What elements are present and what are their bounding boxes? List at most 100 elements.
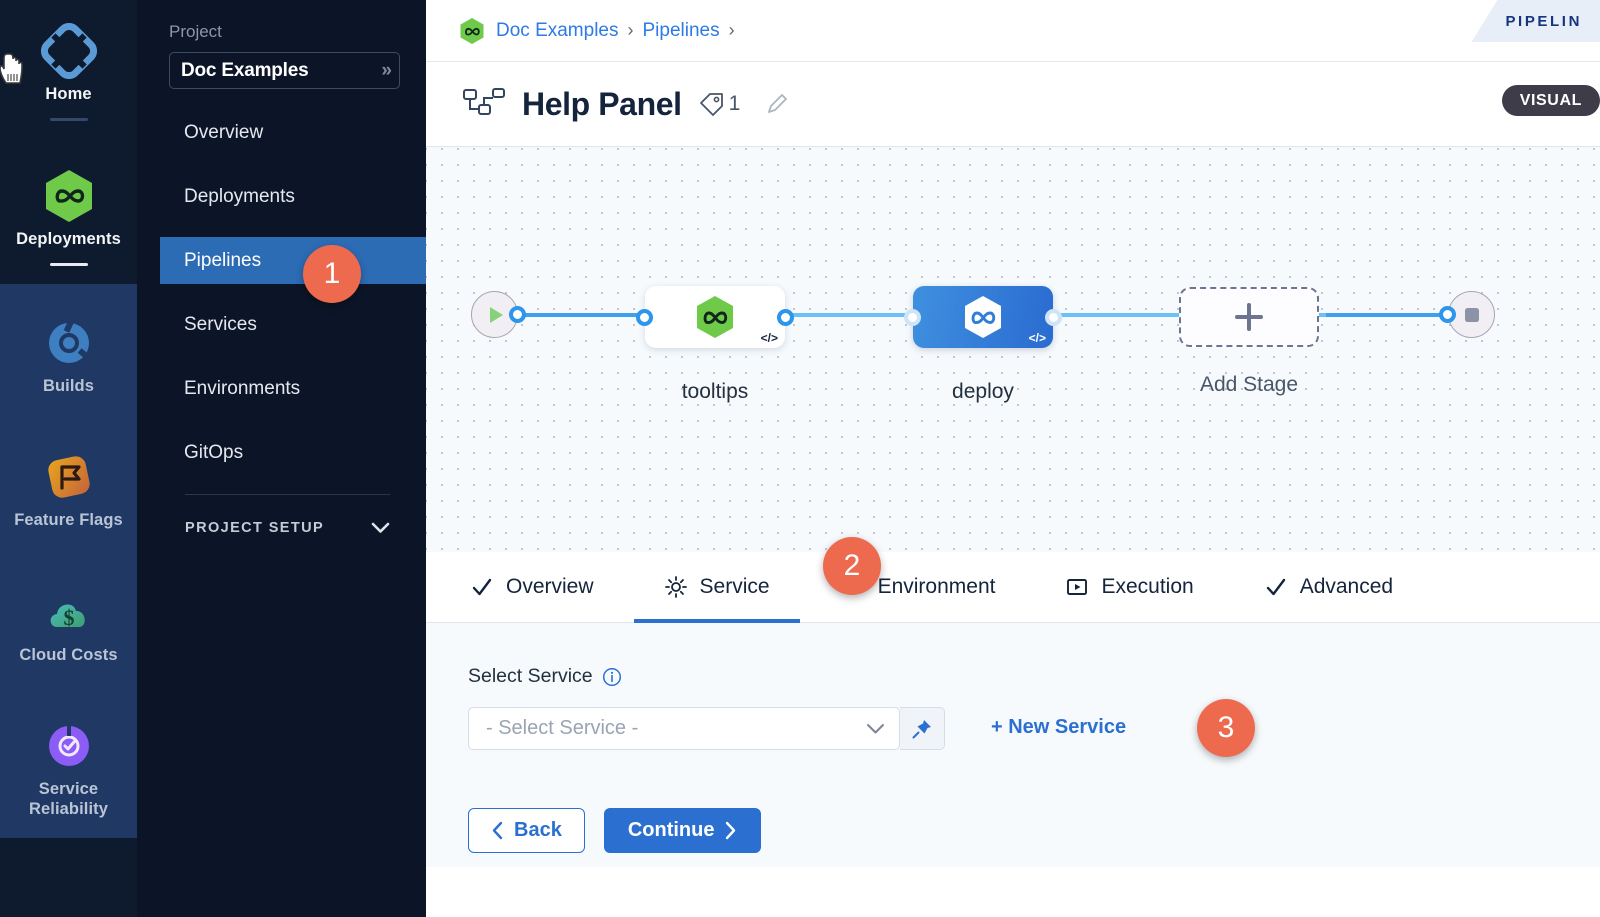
rail-label-feature-flags: Feature Flags bbox=[14, 511, 123, 530]
visual-mode-toggle[interactable]: VISUAL bbox=[1501, 85, 1600, 116]
rail-item-builds[interactable]: Builds bbox=[0, 284, 137, 421]
play-box-icon bbox=[1067, 579, 1088, 595]
stage-code-badge: </> bbox=[1028, 331, 1046, 345]
breadcrumb-link-project[interactable]: Doc Examples bbox=[496, 19, 619, 41]
sidebar-item-label: Environments bbox=[184, 377, 301, 399]
new-service-link[interactable]: + New Service bbox=[991, 716, 1127, 738]
deployments-hexagon-icon bbox=[4, 167, 133, 225]
stage-node-label: tooltips bbox=[681, 380, 749, 403]
end-node[interactable] bbox=[1439, 291, 1495, 338]
rail-item-feature-flags[interactable]: Feature Flags bbox=[0, 420, 137, 553]
breadcrumb-separator: › bbox=[627, 20, 634, 40]
project-nav-list: Overview Deployments Pipelines Services … bbox=[137, 109, 426, 476]
sidebar-item-label: Deployments bbox=[184, 185, 295, 207]
select-service-value: - Select Service - bbox=[486, 717, 639, 739]
pipeline-title-bar: Help Panel 1 VISUAL bbox=[426, 62, 1600, 147]
select-service-label-row: Select Service bbox=[468, 665, 1600, 688]
breadcrumb-bar: Doc Examples › Pipelines › PIPELIN bbox=[426, 0, 1600, 62]
continue-button-label: Continue bbox=[627, 819, 715, 841]
sidebar-item-deployments[interactable]: Deployments bbox=[137, 173, 426, 220]
tag-count: 1 bbox=[728, 92, 741, 115]
rail-label-cloud-costs: Cloud Costs bbox=[19, 645, 118, 664]
project-setup-label: PROJECT SETUP bbox=[185, 520, 325, 536]
chevron-right-icon bbox=[726, 821, 736, 840]
tab-overview[interactable]: Overview bbox=[468, 552, 596, 623]
stage-input-port[interactable] bbox=[904, 309, 921, 326]
sidebar-project-setup[interactable]: PROJECT SETUP bbox=[137, 520, 426, 536]
back-button-label: Back bbox=[514, 819, 562, 841]
stage-code-badge: </> bbox=[760, 331, 778, 345]
stage-node-deploy[interactable]: </> deploy bbox=[904, 286, 1062, 403]
rail-label-home: Home bbox=[45, 85, 92, 103]
sidebar-item-environments[interactable]: Environments bbox=[137, 365, 426, 412]
tab-label: Environment bbox=[877, 575, 996, 598]
tab-label: Advanced bbox=[1299, 575, 1394, 598]
stage-node-tooltips[interactable]: </> tooltips bbox=[636, 286, 794, 403]
tab-label: Execution bbox=[1101, 575, 1194, 598]
chevron-left-icon bbox=[492, 821, 503, 840]
select-service-label: Select Service bbox=[468, 665, 593, 687]
stage-node-box[interactable]: </> bbox=[913, 286, 1053, 348]
service-reliability-icon bbox=[4, 717, 133, 775]
pencil-icon[interactable] bbox=[764, 91, 790, 117]
pipeline-studio-tab[interactable]: PIPELIN bbox=[1471, 0, 1600, 42]
rail-item-cloud-costs[interactable]: $ Cloud Costs bbox=[0, 552, 137, 687]
rail-item-deployments[interactable]: Deployments bbox=[0, 139, 137, 285]
stage-node-label: deploy bbox=[952, 380, 1014, 403]
stage-output-port[interactable] bbox=[777, 309, 794, 326]
rail-label-builds: Builds bbox=[42, 377, 95, 396]
project-selector[interactable]: Doc Examples » bbox=[169, 52, 400, 89]
harness-hexagon-white-icon bbox=[965, 296, 1001, 338]
chevron-down-icon bbox=[371, 522, 390, 533]
add-stage-label: Add Stage bbox=[1199, 373, 1299, 396]
start-node-port[interactable] bbox=[509, 306, 526, 323]
tab-execution[interactable]: Execution bbox=[1063, 552, 1195, 623]
end-node-port[interactable] bbox=[1439, 306, 1456, 323]
breadcrumb-link-pipelines[interactable]: Pipelines bbox=[642, 19, 720, 41]
tab-service[interactable]: Service bbox=[633, 552, 800, 623]
select-service-dropdown[interactable]: - Select Service - bbox=[468, 707, 900, 750]
tab-advanced[interactable]: Advanced bbox=[1262, 552, 1395, 623]
builds-icon bbox=[4, 314, 133, 372]
back-button[interactable]: Back bbox=[468, 808, 585, 853]
stage-output-port[interactable] bbox=[1045, 309, 1062, 326]
start-node[interactable] bbox=[471, 291, 526, 338]
tab-label: Overview bbox=[506, 575, 594, 598]
sidebar-item-overview[interactable]: Overview bbox=[137, 109, 426, 156]
module-rail: Home Deployments Build bbox=[0, 0, 137, 917]
rail-underline bbox=[49, 118, 88, 122]
project-sidebar: Project Doc Examples » Overview Deployme… bbox=[137, 0, 426, 917]
sidebar-item-label: Pipelines bbox=[184, 249, 262, 271]
continue-button[interactable]: Continue bbox=[603, 808, 762, 853]
rail-underline bbox=[49, 263, 88, 267]
tag-icon[interactable] bbox=[698, 91, 725, 118]
page-title: Help Panel bbox=[522, 85, 682, 122]
breadcrumb-separator: › bbox=[728, 20, 735, 40]
rail-item-home[interactable]: Home bbox=[0, 0, 137, 140]
project-label: Project bbox=[169, 22, 222, 41]
sidebar-item-services[interactable]: Services bbox=[137, 301, 426, 348]
callout-number: 3 bbox=[1217, 711, 1235, 744]
sidebar-item-label: Services bbox=[184, 313, 257, 335]
info-circle-icon[interactable] bbox=[602, 667, 622, 687]
rail-label-deployments: Deployments bbox=[16, 230, 121, 249]
pipeline-canvas[interactable]: </> tooltips </> deploy bbox=[426, 147, 1600, 552]
pipeline-stages-icon bbox=[463, 88, 505, 115]
sidebar-item-pipelines[interactable]: Pipelines bbox=[160, 237, 426, 284]
harness-hexagon-green-icon bbox=[697, 296, 733, 338]
pin-icon bbox=[912, 719, 931, 738]
sidebar-item-gitops[interactable]: GitOps bbox=[137, 429, 426, 476]
sidebar-item-label: GitOps bbox=[184, 441, 244, 463]
home-diamond-icon bbox=[4, 22, 133, 80]
add-stage-node[interactable]: Add Stage bbox=[1179, 287, 1319, 396]
stage-node-box[interactable]: </> bbox=[645, 286, 785, 348]
stage-input-port[interactable] bbox=[636, 309, 653, 326]
visual-mode-label: VISUAL bbox=[1519, 91, 1582, 109]
add-stage-box[interactable] bbox=[1179, 287, 1319, 347]
pin-service-button[interactable] bbox=[900, 707, 945, 750]
feature-flags-icon bbox=[4, 448, 133, 506]
callout-badge-1: 1 bbox=[303, 245, 361, 303]
